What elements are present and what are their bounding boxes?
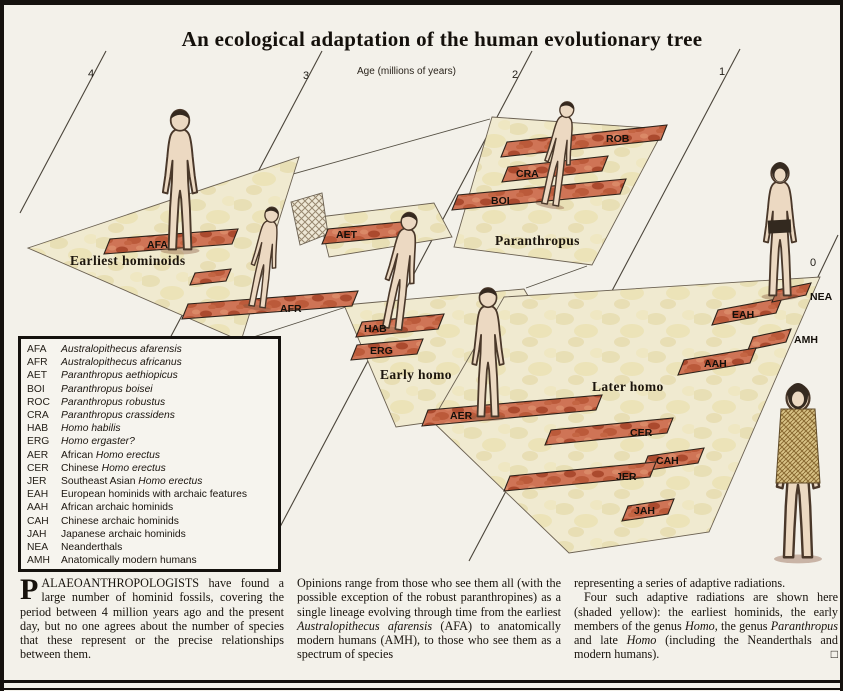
page-title: An ecological adaptation of the human ev… — [181, 27, 703, 51]
bar-label-erg: ERG — [370, 345, 393, 357]
hatched-region — [290, 192, 329, 246]
bar-unlabeled-small — [189, 268, 232, 286]
legend-code: BOI — [27, 383, 45, 395]
legend-code: EAH — [27, 489, 49, 501]
legend-code: NEA — [27, 542, 49, 554]
legend-code: CER — [27, 462, 49, 474]
legend-code: JER — [27, 476, 47, 488]
bar-label-aah: AAH — [704, 358, 727, 370]
legend-code: ERG — [27, 436, 50, 448]
bar-labels: AFA AFR AET ROB CRA BOI HAB ERG AER EAH … — [147, 133, 833, 517]
gridline-4my — [19, 50, 107, 214]
legend-code: AAH — [27, 502, 49, 514]
legend-code: AFA — [27, 344, 47, 355]
bar-cer — [544, 417, 674, 446]
label-earliest-hominoids: Earliest hominoids — [70, 253, 186, 268]
article-col1-text: ALAEOANTHROPOLOGISTS have found a large … — [20, 576, 284, 662]
legend-code: ROC — [27, 396, 50, 408]
legend-code: AMH — [27, 555, 50, 567]
connector-line — [240, 306, 347, 342]
bar-label-hab: HAB — [364, 323, 387, 335]
bar-label-rob: ROB — [606, 133, 630, 145]
legend-code: AFR — [27, 357, 48, 369]
bar-label-afa: AFA — [147, 239, 168, 251]
bar-label-amh: AMH — [794, 334, 818, 346]
page-bottom-rule — [4, 680, 840, 690]
legend-code: AET — [27, 370, 48, 382]
bar-amh — [747, 328, 792, 351]
figure-neanderthal-details — [767, 162, 792, 234]
bar-jer — [503, 461, 657, 492]
article-column-2: Opinions range from those who see them a… — [297, 576, 561, 662]
age-tick-numbers: 4 3 2 1 0 — [88, 66, 816, 269]
legend-code: AER — [27, 449, 49, 461]
bar-cah — [641, 447, 705, 472]
article-column-3: representing a series of adaptive radiat… — [574, 576, 838, 662]
bar-label-jer: JER — [616, 471, 637, 483]
gridline-0my — [815, 234, 839, 282]
species-bars — [103, 124, 812, 522]
figure-modern-human-details — [775, 383, 821, 484]
bar-rob — [500, 124, 668, 158]
region-labels: Earliest hominoids Paranthropus Early ho… — [70, 233, 664, 394]
bar-label-jah: JAH — [634, 505, 655, 517]
bar-aer — [421, 394, 603, 427]
tick-3: 3 — [303, 70, 309, 82]
evolutionary-tree-diagram: AFA AFR AET ROB CRA BOI HAB ERG AER EAH … — [19, 48, 839, 565]
legend-code: JAH — [27, 528, 47, 540]
hominid-figures — [159, 98, 824, 565]
tick-1: 1 — [719, 66, 725, 78]
tick-0: 0 — [810, 257, 816, 269]
axis-label: Age (millions of years) — [357, 66, 456, 77]
bar-label-boi: BOI — [491, 195, 510, 207]
legend-code: HAB — [27, 423, 49, 435]
label-early-homo: Early homo — [380, 367, 452, 382]
bar-label-cah: CAH — [656, 455, 679, 467]
bar-label-cra: CRA — [516, 168, 539, 180]
bar-label-nea: NEA — [810, 291, 833, 303]
legend-code: CRA — [27, 410, 49, 422]
bar-label-aet: AET — [336, 229, 358, 241]
dropcap: P — [20, 573, 39, 606]
end-of-article-mark: □ — [830, 647, 838, 662]
bar-erg — [350, 338, 424, 361]
bar-label-eah: EAH — [732, 309, 754, 321]
legend-code: CAH — [27, 515, 49, 527]
bar-boi — [451, 178, 627, 211]
bar-jah — [621, 498, 675, 522]
bar-label-afr: AFR — [280, 303, 302, 315]
tick-4: 4 — [88, 68, 94, 80]
label-paranthropus: Paranthropus — [495, 233, 580, 248]
connector-line — [525, 265, 588, 289]
bar-aah — [677, 347, 757, 376]
bar-label-aer: AER — [450, 410, 473, 422]
label-later-homo: Later homo — [592, 379, 664, 394]
bar-label-cer: CER — [630, 427, 653, 439]
tick-2: 2 — [512, 69, 518, 81]
bar-afr — [181, 290, 359, 320]
